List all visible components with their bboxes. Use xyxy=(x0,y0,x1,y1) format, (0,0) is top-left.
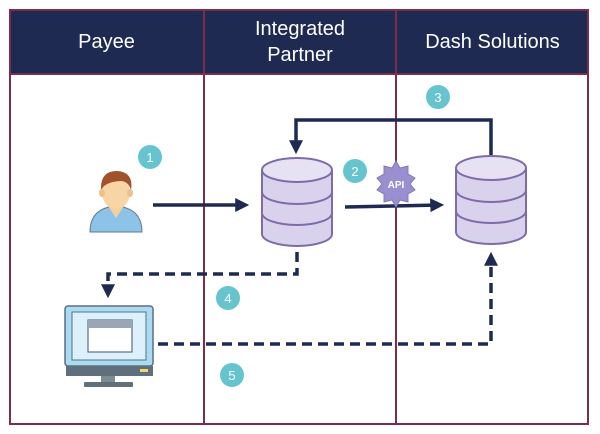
header-dash-label: Dash Solutions xyxy=(425,31,560,53)
arrow-dash-to-partner xyxy=(289,118,493,155)
arrow-partner-to-dash xyxy=(344,198,445,213)
step-number-3: 3 xyxy=(434,90,441,105)
header-partner-line2: Partner xyxy=(267,44,333,66)
step-badge-2: 2 xyxy=(343,159,367,183)
payee-person-icon xyxy=(89,171,143,233)
step-number-1: 1 xyxy=(146,150,153,165)
header-dash-solutions: Dash Solutions xyxy=(397,10,588,74)
header-partner-line1: Integrated xyxy=(254,18,346,40)
monitor-icon xyxy=(64,305,154,387)
step-number-2: 2 xyxy=(351,164,358,179)
step-badge-4: 4 xyxy=(216,286,240,310)
step-number-4: 4 xyxy=(224,291,231,306)
api-gear-icon xyxy=(376,159,416,209)
step-badge-3: 3 xyxy=(426,85,450,109)
partner-database-icon xyxy=(261,157,333,247)
step-badge-5: 5 xyxy=(220,363,244,387)
header-payee-label: Payee xyxy=(78,31,135,53)
dash-database-icon xyxy=(455,155,527,245)
diagram-border xyxy=(9,9,589,425)
arrow-monitor-to-dash xyxy=(158,251,498,346)
header-payee: Payee xyxy=(10,10,203,74)
api-label: API xyxy=(388,180,405,191)
header-integrated-partner: Integrated Partner xyxy=(205,10,395,74)
arrow-partner-to-monitor xyxy=(101,252,299,299)
step-number-5: 5 xyxy=(228,368,235,383)
step-badge-1: 1 xyxy=(138,145,162,169)
